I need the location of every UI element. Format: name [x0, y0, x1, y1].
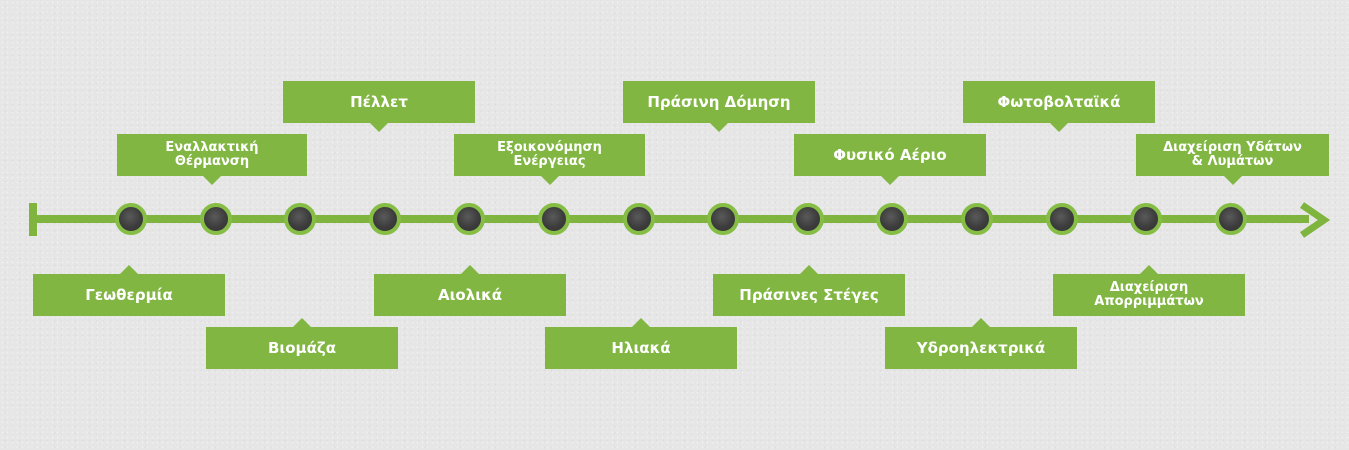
- timeline-node: [1214, 203, 1247, 235]
- label-fotovoltaika: Φωτοβολταϊκά: [963, 81, 1155, 123]
- label-text: Βιομάζα: [267, 339, 337, 357]
- label-ydroilektrika: Υδροηλεκτρικά: [885, 327, 1077, 369]
- label-aiolika: Αιολικά: [374, 274, 566, 316]
- timeline-node: [1045, 203, 1078, 235]
- label-text: Υδροηλεκτρικά: [916, 339, 1046, 357]
- timeline-node: [284, 203, 317, 235]
- label-text: Ηλιακά: [611, 339, 671, 357]
- label-text: Πέλλετ: [350, 93, 408, 111]
- timeline-node: [368, 203, 401, 235]
- label-fysiko-aerio: Φυσικό Αέριο: [794, 134, 986, 176]
- timeline-node: [876, 203, 909, 235]
- label-text: Πράσινη Δόμηση: [647, 93, 791, 111]
- timeline-node: [538, 203, 570, 235]
- timeline-node: [961, 203, 993, 235]
- label-text: Φωτοβολταϊκά: [997, 93, 1121, 111]
- label-viomaza: Βιομάζα: [206, 327, 398, 369]
- timeline-node: [791, 203, 824, 235]
- label-text: Αιολικά: [437, 286, 503, 304]
- timeline-arrow-icon: [1300, 202, 1330, 238]
- label-iliaka: Ηλιακά: [545, 327, 737, 369]
- timeline-node: [199, 203, 232, 235]
- label-text: Πράσινες Στέγες: [739, 286, 879, 304]
- label-text: Εναλλακτική Θέρμανση: [165, 140, 259, 169]
- timeline-start-cap: [29, 203, 37, 236]
- timeline-node: [707, 203, 740, 235]
- label-text: Γεωθερμία: [85, 286, 173, 304]
- label-text: Διαχείριση Απορριμμάτων: [1094, 280, 1204, 309]
- timeline-node: [1130, 203, 1163, 235]
- label-text: Φυσικό Αέριο: [833, 146, 947, 164]
- label-text: Διαχείριση Υδάτων & Λυμάτων: [1163, 140, 1302, 169]
- timeline-line: [34, 215, 1309, 223]
- label-prasini-domisi: Πράσινη Δόμηση: [623, 81, 815, 123]
- label-enallaktiki-thermansi: Εναλλακτική Θέρμανση: [117, 134, 307, 176]
- label-diaxeirisi-ydaton: Διαχείριση Υδάτων & Λυμάτων: [1136, 134, 1329, 176]
- label-prasines-steges: Πράσινες Στέγες: [713, 274, 905, 316]
- timeline-node: [115, 203, 147, 235]
- label-text: Εξοικονόμηση Ενέργειας: [497, 140, 602, 169]
- label-pellet: Πέλλετ: [283, 81, 475, 123]
- label-geothermia: Γεωθερμία: [33, 274, 225, 316]
- timeline-node: [453, 203, 486, 235]
- label-exoikonomisi-energeias: Εξοικονόμηση Ενέργειας: [454, 134, 645, 176]
- timeline-node: [622, 203, 655, 235]
- label-diaxeirisi-aporrimmaton: Διαχείριση Απορριμμάτων: [1053, 274, 1245, 316]
